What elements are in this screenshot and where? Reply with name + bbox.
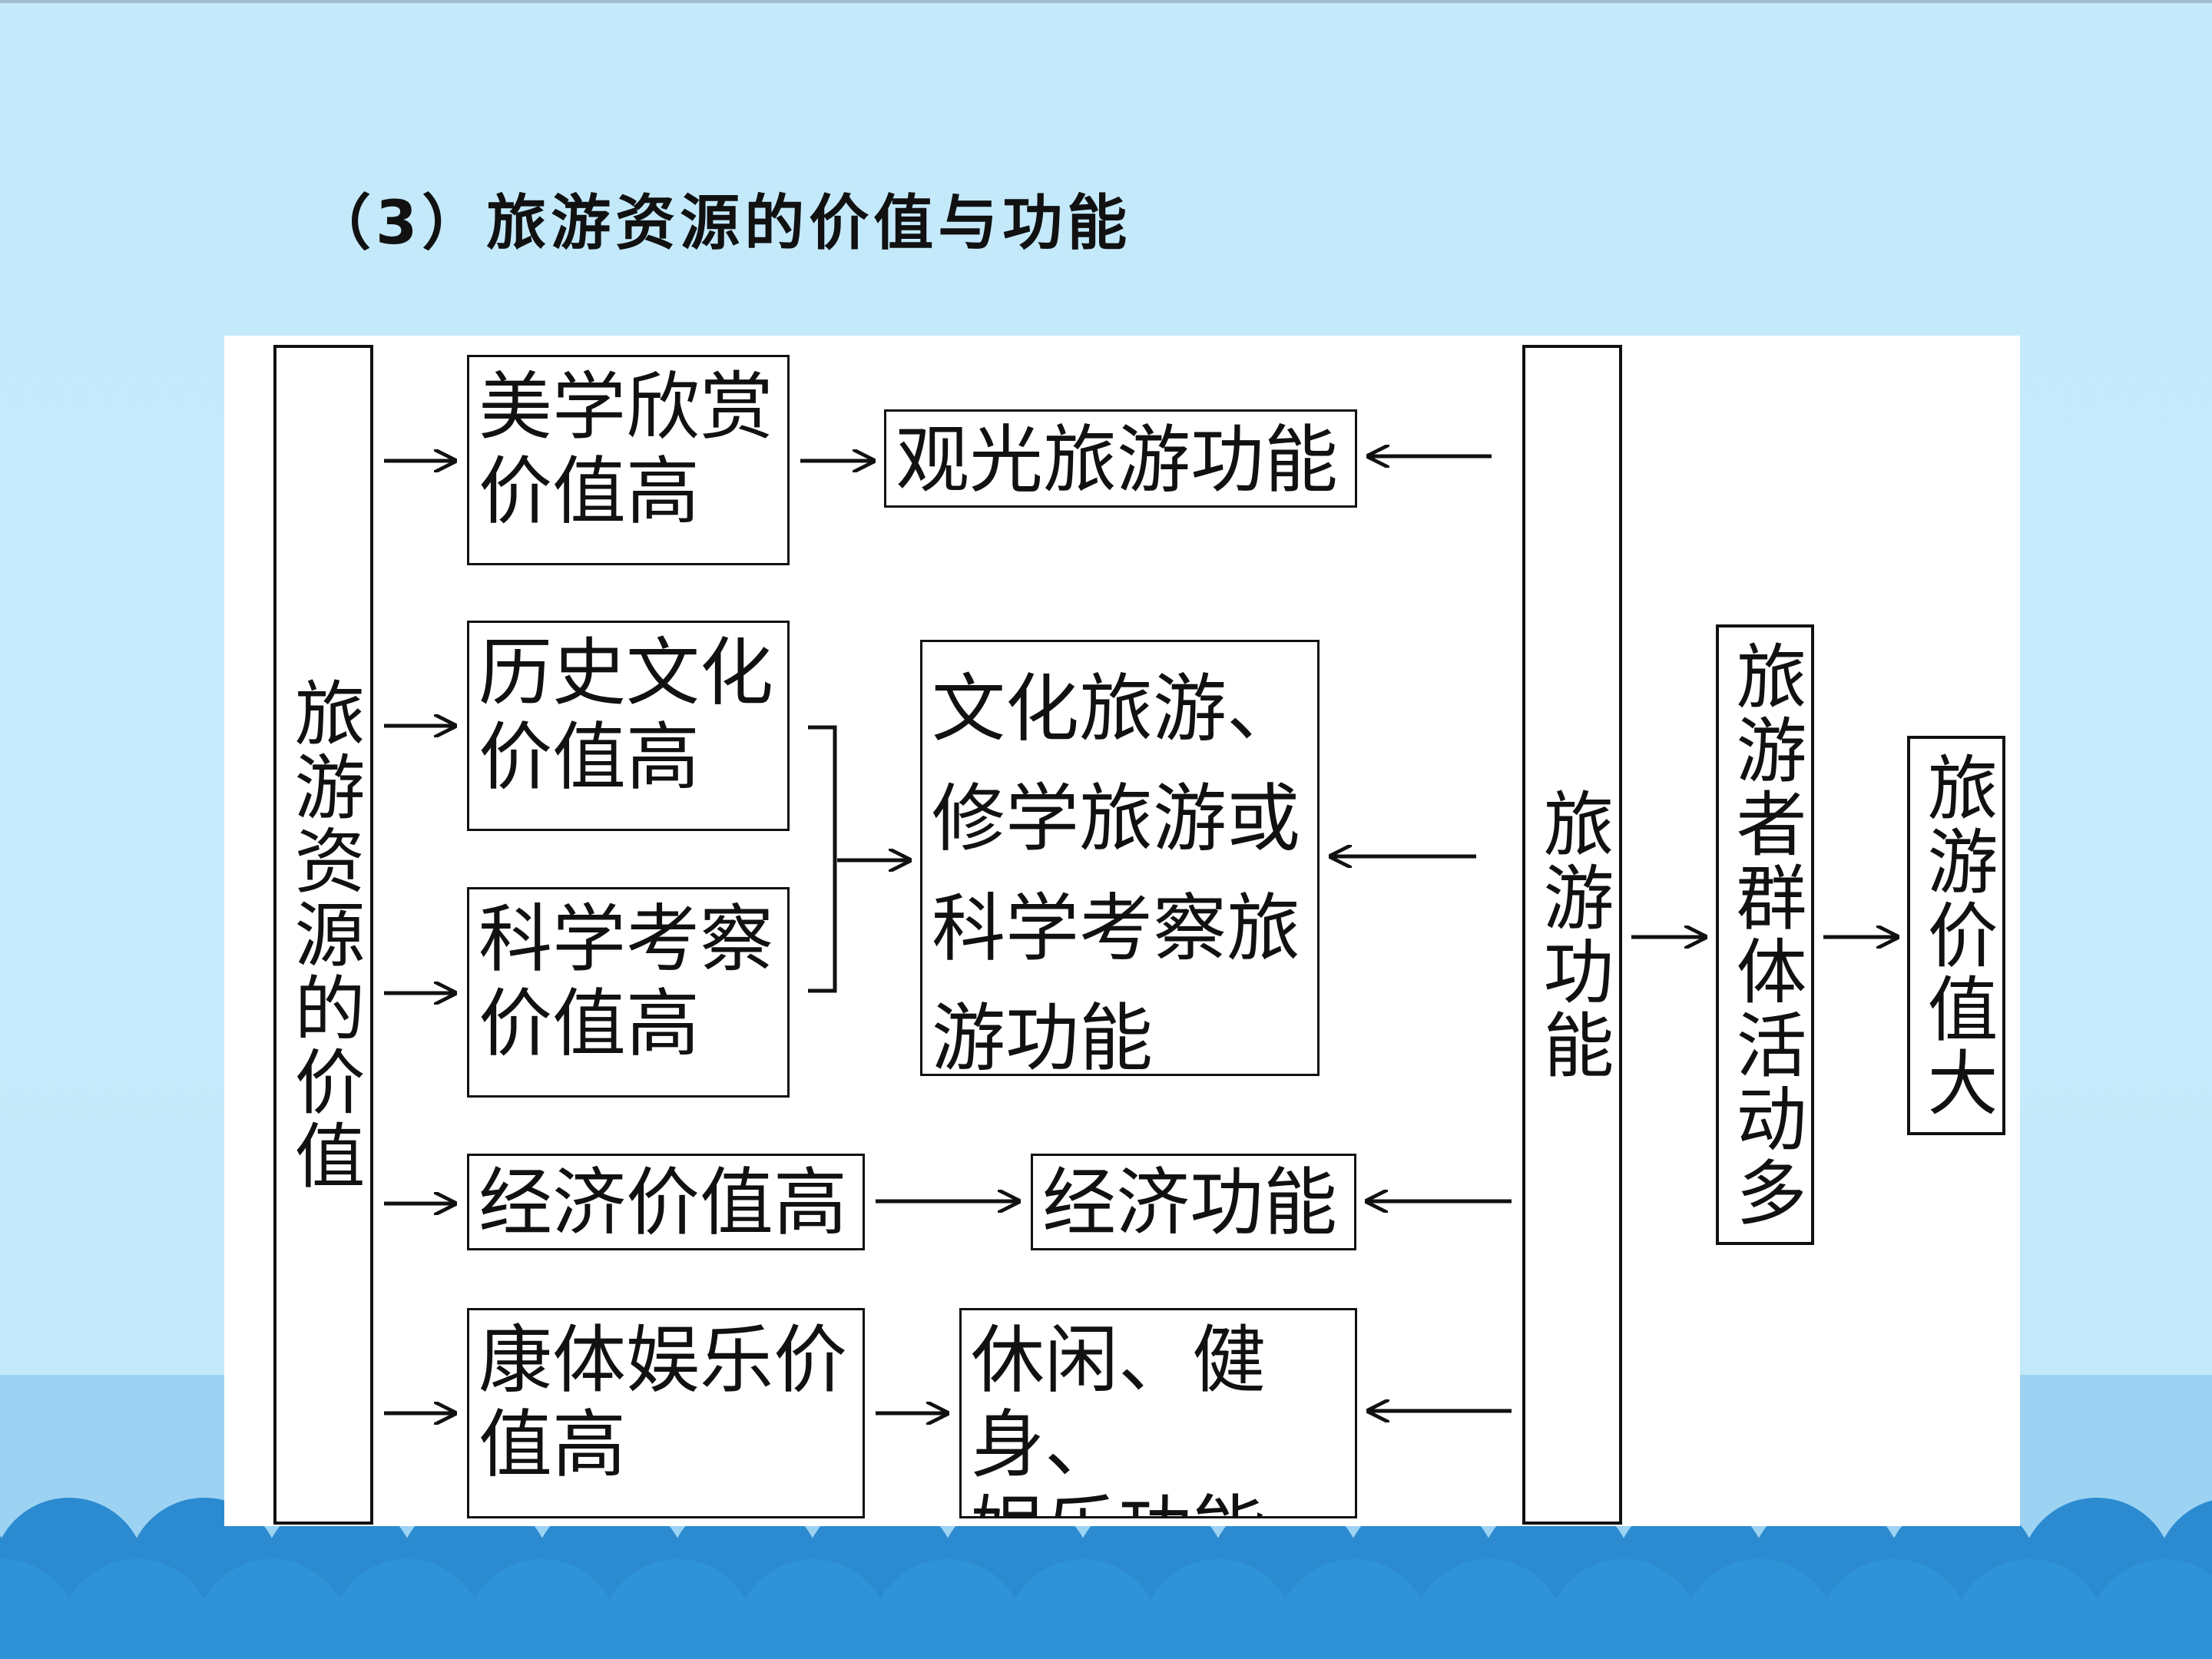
resource-value-label: 旅游资源的价值	[283, 677, 365, 1193]
scallop-shape	[60, 1559, 214, 1659]
scallop-shape	[1006, 1559, 1160, 1659]
sightseeing-function-box: 观光旅游功能	[884, 409, 1357, 508]
scallop-shape	[736, 1559, 889, 1659]
aesthetic-value-box: 美学欣赏 价值高	[467, 355, 790, 565]
scallop-shape	[1277, 1559, 1430, 1659]
top-border-line	[0, 0, 2212, 3]
scallop-shape	[1952, 1559, 2106, 1659]
scallop-shape	[0, 1559, 78, 1659]
scallop-shape	[1141, 1559, 1295, 1659]
economic-value-box: 经济价值高	[467, 1154, 865, 1250]
economic-function-box: 经济功能	[1031, 1154, 1356, 1250]
scallop-shape	[1547, 1559, 1700, 1659]
tourist-activity-label: 旅游者群体活动多	[1724, 640, 1806, 1230]
scallop-shape	[1682, 1559, 1836, 1659]
scallop-decoration	[0, 1498, 2212, 1659]
scallop-shape	[871, 1559, 1025, 1659]
scallop-shape	[195, 1559, 349, 1659]
scientific-value-box: 科学考察 价值高	[467, 887, 790, 1098]
tourism-value-result-label: 旅游价值大	[1916, 751, 1998, 1120]
scallop-shape	[1412, 1559, 1565, 1659]
tourism-function-label: 旅游功能	[1532, 787, 1614, 1082]
culture-function-box: 文化旅游、 修学旅游或 科学考察旅 游功能	[920, 640, 1320, 1076]
historical-value-box: 历史文化 价值高	[467, 621, 790, 831]
leisure-function-box: 休闲、健身、 娱乐功能	[959, 1308, 1357, 1518]
scallop-shape	[330, 1559, 484, 1659]
tourism-function-column: 旅游功能	[1522, 345, 1622, 1525]
slide-title: （3）旅游资源的价值与功能	[311, 189, 1132, 258]
recreation-value-box: 康体娱乐价 值高	[467, 1308, 865, 1518]
scallop-shape	[465, 1559, 619, 1659]
scallop-shape	[2088, 1559, 2212, 1659]
tourist-activity-box: 旅游者群体活动多	[1716, 624, 1814, 1245]
tourism-value-result-box: 旅游价值大	[1907, 736, 2005, 1135]
resource-value-column: 旅游资源的价值	[273, 345, 373, 1525]
scallop-shape	[601, 1559, 754, 1659]
scallop-shape	[1817, 1559, 1971, 1659]
